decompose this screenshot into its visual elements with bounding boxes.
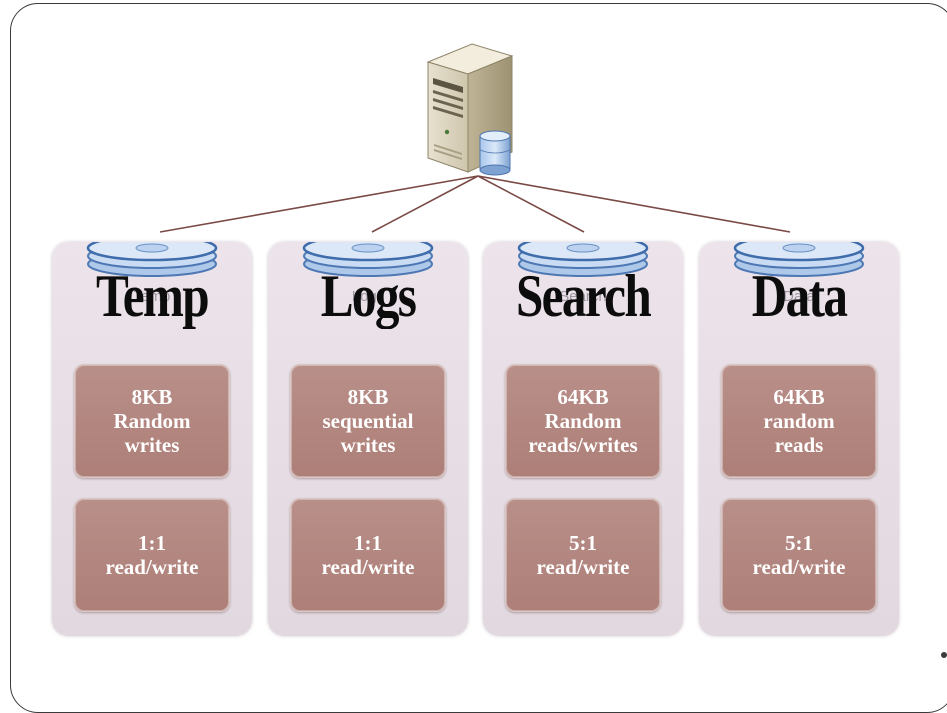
io-size: 64KB [773,385,825,409]
ratio-value: 1:1 [354,531,382,555]
ratio-value: 5:1 [785,531,813,555]
column-title: Logs [320,263,417,329]
io-size: 8KB [347,385,389,409]
ratio-box: 5:1 read/write [721,498,877,612]
connector-line-search [477,175,585,233]
io-access-type: Random [113,409,191,433]
column-subtitle: Search [559,288,607,305]
column-title: Data [751,263,848,329]
ratio-label: read/write [536,555,630,579]
column-data: Data Data 64KB random reads 5:1 read/wri… [699,242,899,636]
column-title: Search [515,263,652,329]
connector-line-temp [159,175,479,233]
disk-platter-icon [302,242,434,277]
column-subtitle: Logs [351,288,385,305]
io-access-type: Random [544,409,622,433]
ratio-value: 5:1 [569,531,597,555]
io-operation: reads [774,433,824,457]
ratio-label: read/write [752,555,846,579]
connector-line-data [477,175,791,233]
disk-platter-icon [733,242,865,277]
column-temp: Temp Temp 8KB Random writes 1:1 read/wri… [52,242,252,636]
column-logs: Logs Logs 8KB sequential writes 1:1 read… [268,242,468,636]
io-pattern-box: 8KB sequential writes [290,364,446,478]
ratio-box: 1:1 read/write [74,498,230,612]
ratio-value: 1:1 [138,531,166,555]
io-operation: reads/writes [528,433,638,457]
io-pattern-box: 8KB Random writes [74,364,230,478]
io-pattern-box: 64KB random reads [721,364,877,478]
io-pattern-box: 64KB Random reads/writes [505,364,661,478]
column-subtitle: Temp [133,288,171,305]
column-subtitle: Data [783,288,815,305]
connector-line-logs [371,175,479,233]
ratio-label: read/write [105,555,199,579]
server-with-database-icon [426,43,514,176]
io-operation: writes [124,433,180,457]
io-size: 8KB [131,385,173,409]
slide-marker [941,652,947,658]
io-size: 64KB [557,385,609,409]
ratio-label: read/write [321,555,415,579]
column-search: Search Search 64KB Random reads/writes 5… [483,242,683,636]
disk-platter-icon [86,242,218,277]
io-access-type: sequential [322,409,414,433]
io-operation: writes [340,433,396,457]
disk-platter-icon [517,242,649,277]
column-title: Temp [96,263,210,329]
io-access-type: random [763,409,835,433]
ratio-box: 5:1 read/write [505,498,661,612]
ratio-box: 1:1 read/write [290,498,446,612]
